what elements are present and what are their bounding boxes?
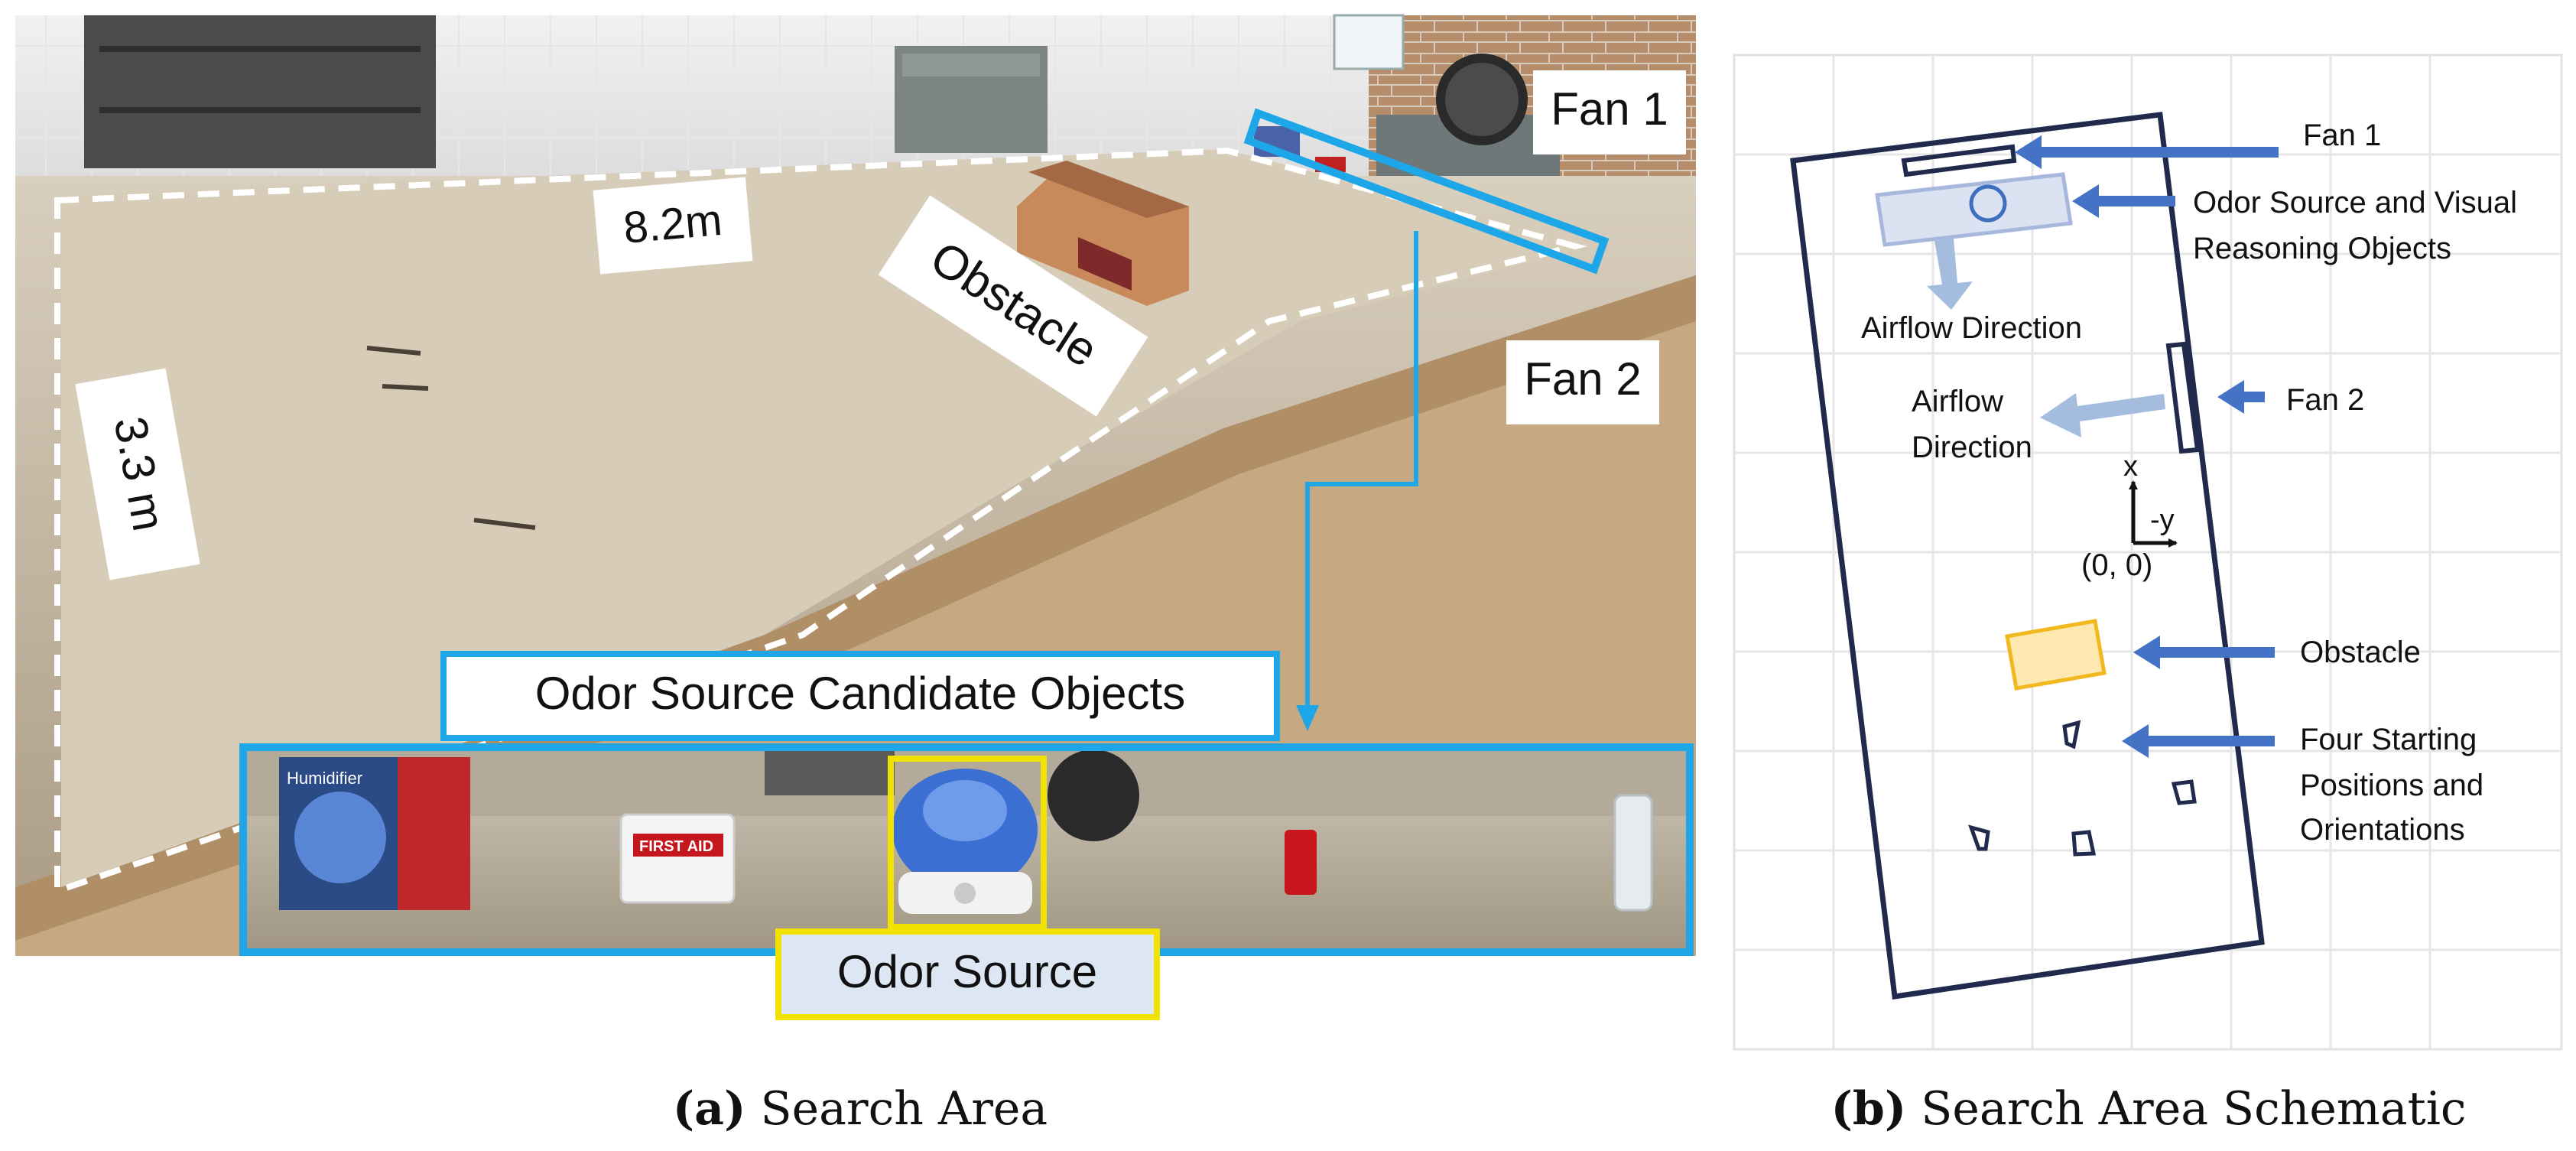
search-area-boundary <box>1790 112 2265 1000</box>
b-label-fan1: Fan 1 <box>2303 119 2381 152</box>
fan1-highlight <box>1243 108 1610 275</box>
b-label-airflow2-line1: Airflow <box>1912 385 2003 418</box>
water-bottle <box>1613 794 1653 912</box>
humidifier-box-text: Humidifier <box>287 769 362 788</box>
candidate-objects-strip: Humidifier FIRST AID <box>239 743 1694 956</box>
first-aid-text: FIRST AID <box>639 838 713 855</box>
b-label-odor-line2: Reasoning Objects <box>2193 232 2451 265</box>
caption-a: (a) Search Area <box>673 1082 1048 1136</box>
label-length: 8.2m <box>593 177 753 275</box>
start-marker-1 <box>2062 720 2081 749</box>
start-marker-3 <box>1968 824 1990 851</box>
b-label-airflow1: Airflow Direction <box>1861 311 2082 345</box>
first-aid-kit: FIRST AID <box>619 813 736 904</box>
label-fan2-text: Fan 2 <box>1524 353 1641 405</box>
obstacle-marker <box>2005 619 2107 691</box>
obstacle-boxes <box>1017 161 1189 306</box>
b-label-start-line1: Four Starting <box>2300 723 2477 756</box>
panel-a-photo: Humidifier FIRST AID <box>15 14 1696 956</box>
b-label-axis-x: x <box>2123 450 2138 483</box>
b-label-fan2: Fan 2 <box>2286 383 2364 417</box>
arrow-to-obstacle <box>2133 636 2275 669</box>
arrow-to-fan1 <box>2015 135 2279 169</box>
airflow-arrow-2 <box>2040 393 2165 437</box>
label-candidates: Odor Source Candidate Objects <box>440 651 1280 741</box>
caption-b-text: Search Area Schematic <box>1906 1082 2466 1136</box>
starting-positions <box>1968 720 2197 857</box>
b-label-odor-line1: Odor Source and Visual <box>2193 186 2517 219</box>
start-marker-4 <box>2071 830 2097 857</box>
humidifier <box>892 769 1038 914</box>
fan1-marker <box>1901 144 2017 177</box>
b-label-start-line3: Orientations <box>2300 813 2465 847</box>
start-marker-2 <box>2171 779 2197 805</box>
label-candidates-text: Odor Source Candidate Objects <box>535 668 1185 719</box>
connector-line <box>1296 231 1418 731</box>
coordinate-axes <box>2129 480 2178 548</box>
arrow-to-odor <box>2072 184 2175 218</box>
pointer-arrows <box>2015 135 2279 758</box>
label-length-text: 8.2m <box>622 195 724 253</box>
label-fan2: Fan 2 <box>1506 340 1659 424</box>
label-odor-source: Odor Source <box>775 928 1160 1020</box>
panel-b-schematic: Fan 1 Odor Source and Visual Reasoning O… <box>1733 54 2563 1051</box>
label-width: 3.3 m <box>75 368 200 580</box>
soda-can <box>1285 830 1317 895</box>
b-label-axis-y: -y <box>2150 504 2175 536</box>
b-label-airflow2-line2: Direction <box>1912 431 2032 464</box>
caption-b-letter: (b) <box>1831 1082 1907 1136</box>
odor-source-highlight <box>888 756 1047 930</box>
fan2-marker <box>2165 341 2201 454</box>
b-label-origin: (0, 0) <box>2081 548 2152 582</box>
caption-a-text: Search Area <box>746 1082 1048 1136</box>
caption-a-letter: (a) <box>673 1082 746 1136</box>
odor-source-marker <box>1969 184 2007 223</box>
b-label-obstacle: Obstacle <box>2300 636 2421 669</box>
search-area-outline <box>54 147 1587 896</box>
arrow-to-start <box>2122 724 2275 758</box>
label-odor-source-text: Odor Source <box>837 946 1097 997</box>
caption-b: (b) Search Area Schematic <box>1831 1082 2467 1136</box>
humidifier-box: Humidifier <box>279 757 470 910</box>
arrow-to-fan2 <box>2217 380 2265 414</box>
airflow-arrow-1 <box>1927 239 1973 310</box>
label-fan1-text: Fan 1 <box>1551 83 1668 135</box>
b-label-start-line2: Positions and <box>2300 769 2483 802</box>
label-fan1: Fan 1 <box>1533 70 1686 154</box>
